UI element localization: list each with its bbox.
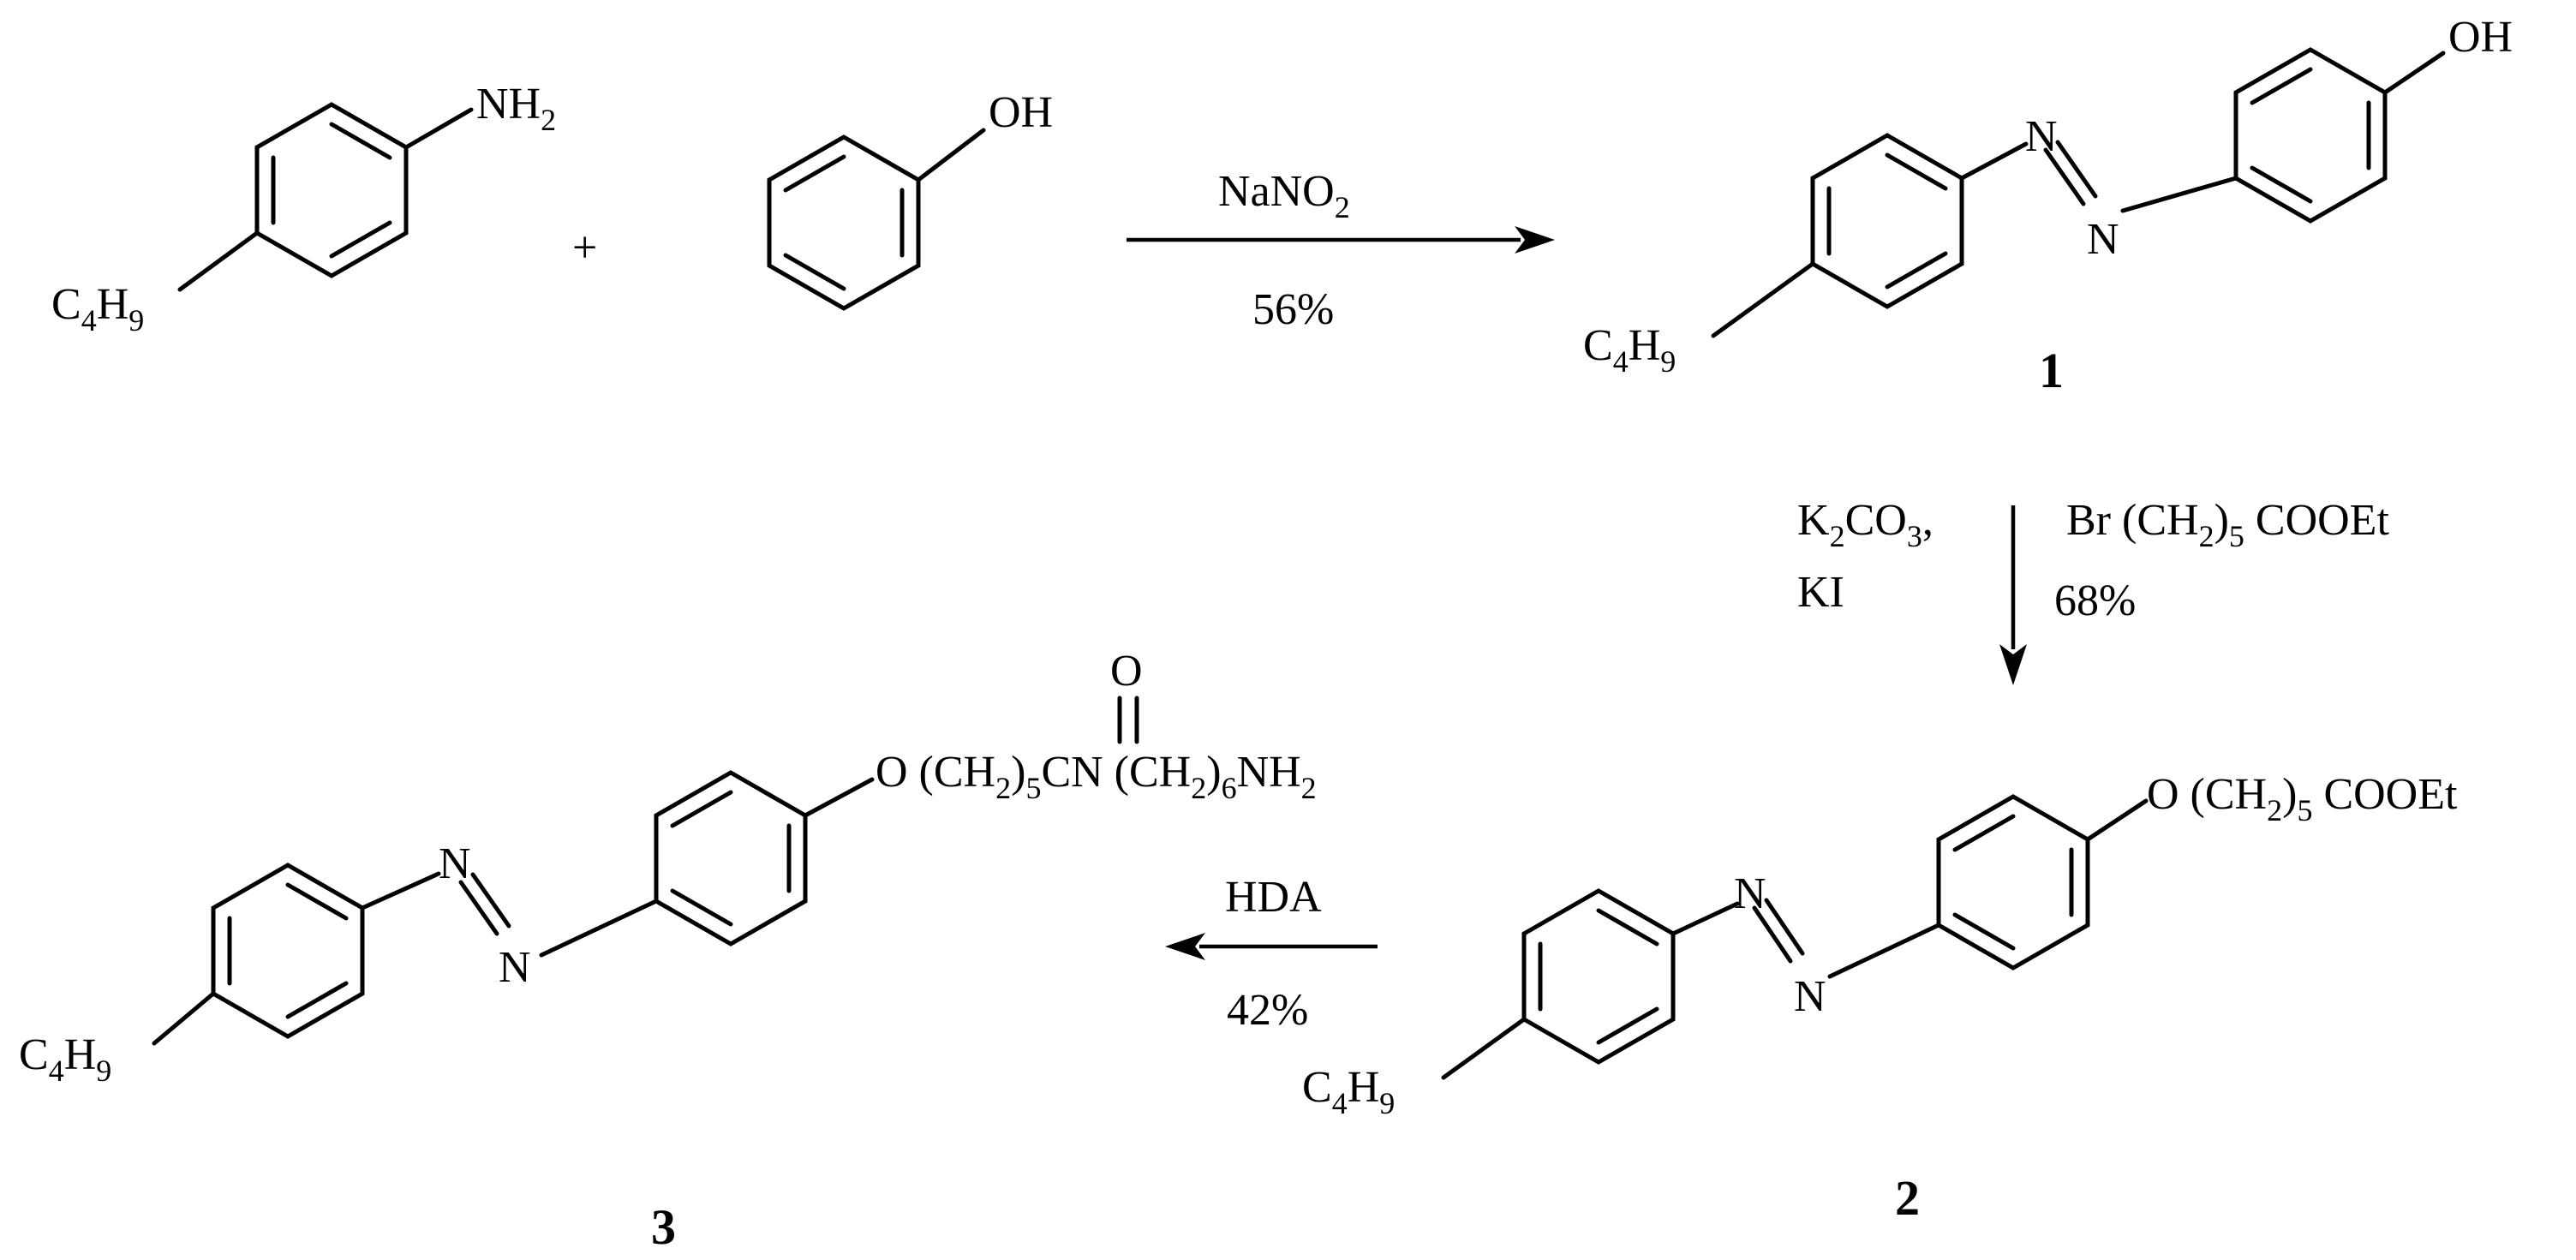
- product-2: N N O (CH2)5 COOEt C4H9 2: [1302, 770, 2458, 1226]
- compound-number-3: 3: [651, 1199, 676, 1255]
- carbonyl-oxygen: O: [1110, 647, 1143, 696]
- ether-bond: [2085, 798, 2149, 842]
- amine-group-label: NH2: [476, 80, 556, 137]
- benzene-ring: [767, 134, 921, 311]
- step2-additive: KI: [1797, 568, 1844, 617]
- benzene-ring-left: [211, 863, 365, 1039]
- amine-bond: [403, 107, 474, 150]
- benzene-ring-right: [2233, 47, 2388, 224]
- carbonyl-group: O: [1110, 647, 1143, 744]
- benzene-ring-right: [1936, 794, 2090, 970]
- compound-number-1: 1: [2039, 343, 2064, 398]
- step3-yield: 42%: [1227, 986, 1308, 1035]
- step1-yield: 56%: [1252, 285, 1334, 334]
- benzene-ring-left: [1521, 888, 1676, 1065]
- azo-linkage: [360, 871, 659, 958]
- reactant-phenol: OH: [767, 88, 1053, 311]
- azo-n-bottom: N: [2087, 215, 2119, 264]
- ester-chain-label: O (CH2)5 COOEt: [2147, 770, 2458, 827]
- azo-linkage: [1671, 898, 1941, 979]
- step1-reagent: NaNO2: [1218, 167, 1350, 224]
- benzene-ring: [254, 102, 409, 278]
- hydroxyl-bond: [2382, 51, 2446, 95]
- butyl-group-label: C4H9: [19, 1030, 111, 1088]
- reaction-arrow-step3: HDA 42%: [1165, 873, 1378, 1035]
- ether-bond: [803, 777, 875, 818]
- benzene-ring-left: [1810, 133, 1964, 309]
- step2-alkylating-agent: Br (CH2)5 COOEt: [2066, 496, 2389, 553]
- butyl-group-label: C4H9: [51, 280, 144, 337]
- azo-n-top: N: [439, 839, 471, 888]
- butyl-bond: [177, 230, 260, 292]
- butyl-group-label: C4H9: [1583, 321, 1676, 379]
- butyl-bond: [152, 991, 216, 1046]
- azo-n-top: N: [1734, 869, 1766, 918]
- benzene-ring-right: [654, 770, 808, 946]
- product-1: N N OH C4H9 1: [1583, 13, 2513, 398]
- reaction-arrow-step1: NaNO2 56%: [1127, 167, 1555, 334]
- amide-chain-label: O (CH2)5CN (CH2)6NH2: [876, 748, 1317, 805]
- azo-n-bottom: N: [1794, 972, 1826, 1021]
- azo-n-bottom: N: [499, 943, 531, 992]
- reaction-arrow-step2: K2CO3, KI Br (CH2)5 COOEt 68%: [1797, 496, 2389, 685]
- step2-base: K2CO3,: [1797, 496, 1933, 553]
- butyl-group-label: C4H9: [1302, 1063, 1395, 1120]
- step3-reagent: HDA: [1225, 873, 1322, 922]
- hydroxyl-bond: [916, 128, 986, 182]
- compound-number-2: 2: [1895, 1170, 1920, 1226]
- reactant-butylaniline: NH2 C4H9: [51, 80, 556, 337]
- hydroxyl-label: OH: [989, 88, 1053, 137]
- product-3: O N N O (CH2)5CN (CH2)6NH2 C4H9 3: [19, 647, 1317, 1255]
- hydroxyl-label: OH: [2448, 13, 2513, 62]
- azo-linkage: [1959, 140, 2238, 213]
- azo-n-top: N: [2025, 112, 2058, 161]
- butyl-bond: [1711, 261, 1815, 338]
- plus-sign: +: [572, 224, 597, 272]
- step2-yield: 68%: [2054, 576, 2136, 625]
- butyl-bond: [1441, 1017, 1527, 1080]
